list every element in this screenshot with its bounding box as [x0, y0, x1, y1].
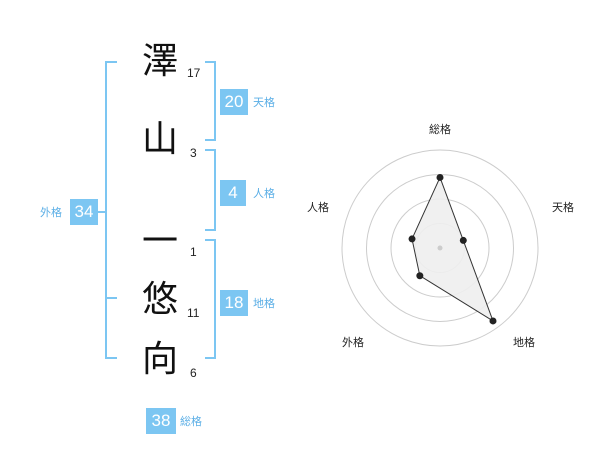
stroke-count-2: 3: [190, 146, 197, 160]
radar-grid-ring-4: [341, 149, 539, 347]
radar-center-dot: [437, 245, 443, 251]
tenkaku-label: 天格: [253, 96, 275, 109]
name-char-4: 悠: [141, 279, 178, 320]
chikaku-value-badge: 18: [220, 290, 248, 316]
stroke-count-5: 6: [190, 366, 197, 380]
radar-label-tenkaku: 天格: [552, 201, 574, 214]
name-char-5: 向: [141, 339, 178, 380]
radar-label-chikaku: 地格: [513, 336, 535, 349]
tenkaku-value-badge: 20: [220, 89, 248, 115]
jinkaku-value-badge: 4: [220, 180, 246, 206]
jinkaku-bracket: [205, 149, 216, 231]
radar-point-jinkaku: [408, 235, 416, 243]
radar-point-chikaku: [489, 317, 497, 325]
gaikaku-bracket: [105, 61, 117, 359]
radar-point-soukaku: [436, 173, 444, 181]
gaikaku-value-badge: 34: [70, 199, 98, 225]
radar-point-tenkaku: [459, 236, 467, 244]
jinkaku-label: 人格: [253, 187, 275, 200]
name-char-1: 澤: [141, 41, 178, 82]
stroke-count-3: 1: [190, 245, 197, 259]
chikaku-label: 地格: [253, 297, 275, 310]
radar-label-jinkaku: 人格: [307, 201, 329, 214]
soukaku-label: 総格: [180, 415, 202, 428]
name-char-3: 一: [141, 221, 178, 262]
name-char-2: 山: [141, 119, 178, 160]
chikaku-bracket: [205, 239, 216, 359]
gaikaku-label: 外格: [40, 206, 62, 219]
radar-label-soukaku: 総格: [429, 123, 451, 136]
stroke-count-4: 11: [187, 306, 200, 320]
radar-point-gaikaku: [416, 272, 424, 280]
radar-polygon: [411, 176, 494, 323]
soukaku-value-badge: 38: [146, 408, 176, 434]
radar-label-gaikaku: 外格: [342, 336, 364, 349]
stroke-count-1: 17: [187, 66, 201, 80]
tenkaku-bracket: [205, 61, 216, 141]
